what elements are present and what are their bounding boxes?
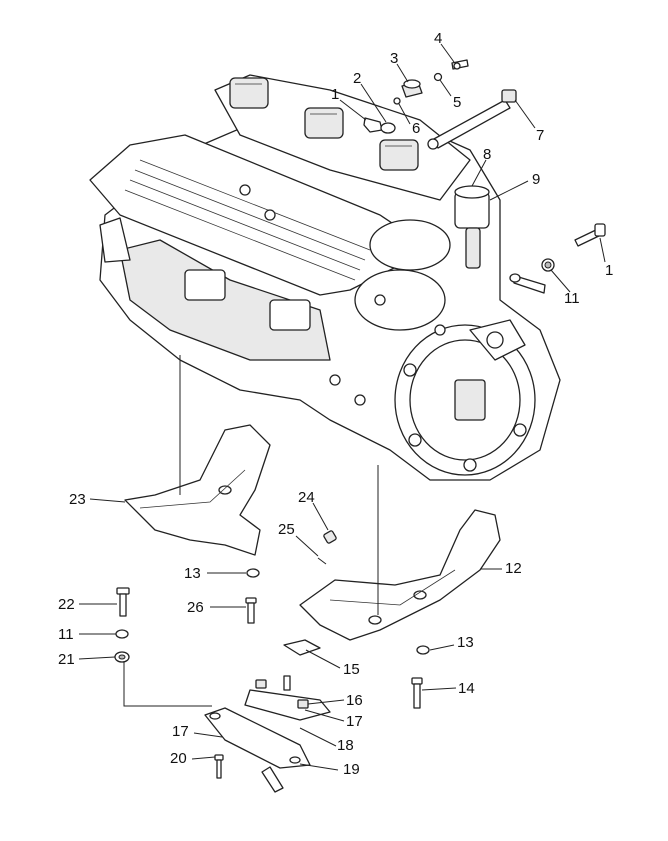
screw-part-4 <box>451 59 469 70</box>
callout-22: 22 <box>58 596 75 613</box>
callout-25: 25 <box>278 521 295 538</box>
callout-17-left: 17 <box>172 723 189 740</box>
mount-bracket-23 <box>124 424 271 556</box>
callout-8: 8 <box>483 146 491 163</box>
bolt-part-26 <box>245 597 257 624</box>
callout-1-bolt: 1 <box>605 262 613 279</box>
callout-5: 5 <box>453 94 461 111</box>
callout-17-right: 17 <box>346 713 363 730</box>
callout-labels: 1 2 3 4 5 6 7 8 9 1 11 23 24 25 12 13 22… <box>58 30 613 778</box>
carburetor-intakes <box>229 77 419 171</box>
callout-1-clip: 1 <box>331 86 339 103</box>
nut-part-13-lower <box>416 645 430 655</box>
nut-part-5 <box>433 72 443 82</box>
sensor-part-7 <box>427 89 517 150</box>
bolt-part-22 <box>116 587 130 617</box>
mount-bracket-12 <box>299 509 501 641</box>
callout-11-upper: 11 <box>564 290 580 307</box>
dowel-part-24 <box>323 530 337 544</box>
nut-part-6 <box>393 97 401 105</box>
mount-bracket-18 <box>204 707 311 769</box>
magneto-cover <box>394 319 536 476</box>
callout-13-upper: 13 <box>184 565 201 582</box>
clip-part-1 <box>363 117 383 133</box>
callout-3: 3 <box>390 50 398 67</box>
callout-19: 19 <box>343 761 360 778</box>
callout-11-lower: 11 <box>58 626 74 643</box>
washer-part-11-lower <box>115 629 129 639</box>
bolt-part-19 <box>261 766 284 793</box>
washer-part-11 <box>541 258 555 272</box>
callout-12: 12 <box>505 560 522 577</box>
washer-part-21 <box>114 651 130 663</box>
callout-14: 14 <box>458 680 475 697</box>
solenoid-part-8 <box>454 185 490 269</box>
nut-part-13-upper <box>246 568 260 578</box>
pin-part-25 <box>317 557 327 565</box>
rubber-mount-part-16 <box>244 675 331 721</box>
bolt-part-1 <box>574 223 606 247</box>
callout-21: 21 <box>58 651 75 668</box>
shim-part-15 <box>283 639 321 656</box>
callout-4: 4 <box>434 30 442 47</box>
bolt-part-20 <box>214 754 224 779</box>
callout-26: 26 <box>187 599 204 616</box>
callout-20: 20 <box>170 750 187 767</box>
bolt-part-14 <box>411 677 423 709</box>
callout-18: 18 <box>337 737 354 754</box>
callout-15: 15 <box>343 661 360 678</box>
engine-assembly <box>89 74 561 481</box>
spacer-part-3 <box>401 79 423 98</box>
callout-16: 16 <box>346 692 363 709</box>
callout-24: 24 <box>298 489 315 506</box>
callout-2: 2 <box>353 70 361 87</box>
washer-part-2 <box>380 122 396 134</box>
callout-13-lower: 13 <box>457 634 474 651</box>
callout-6: 6 <box>412 120 420 137</box>
callout-23: 23 <box>69 491 86 508</box>
leader-lines <box>78 43 606 771</box>
callout-7: 7 <box>536 127 544 144</box>
ground-strap <box>509 273 546 294</box>
callout-9: 9 <box>532 171 540 188</box>
